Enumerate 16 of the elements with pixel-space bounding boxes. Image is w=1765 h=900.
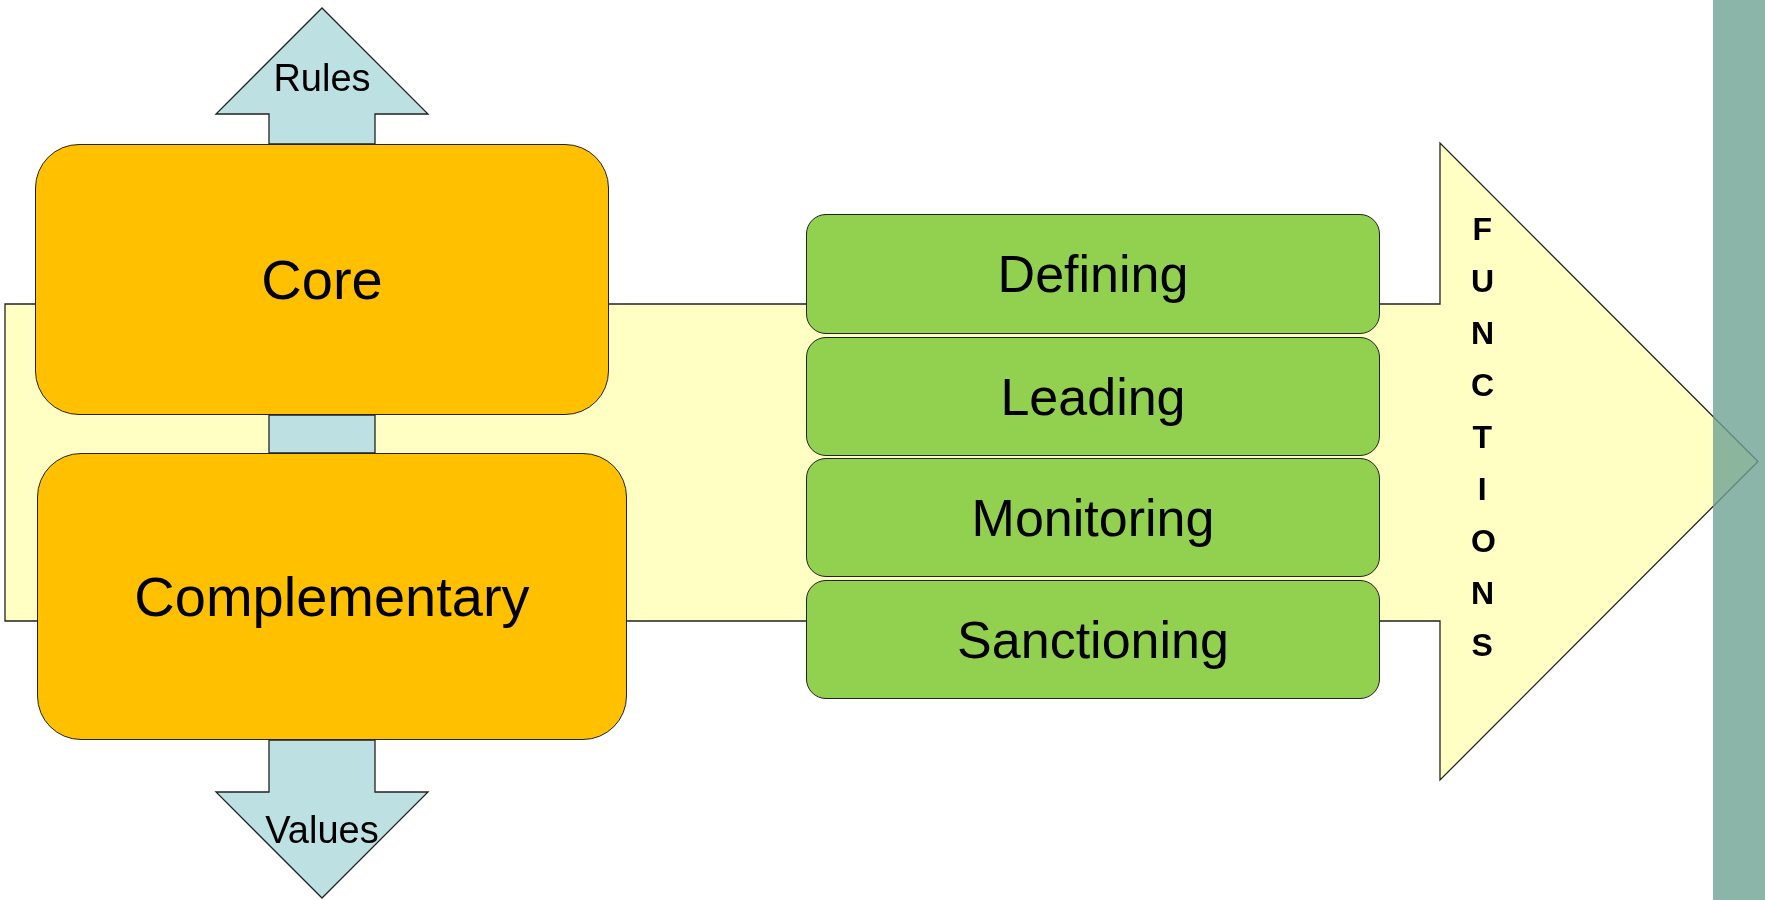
vertical-label: FUNCTIONS xyxy=(1471,210,1494,665)
edge-label: Values xyxy=(265,808,379,852)
box-label: Monitoring xyxy=(971,487,1215,548)
box-label: Core xyxy=(261,247,383,312)
rounded-box xyxy=(806,580,1380,699)
edge-label: Rules xyxy=(273,56,371,100)
rounded-box xyxy=(806,214,1380,334)
side-bar xyxy=(1713,0,1765,900)
box-label: Complementary xyxy=(134,564,530,629)
block-arrow xyxy=(214,7,430,145)
rounded-box xyxy=(35,144,609,415)
block-arrow xyxy=(268,414,376,454)
box-label: Sanctioning xyxy=(957,609,1229,670)
box-label: Defining xyxy=(997,244,1189,304)
box-label: Leading xyxy=(1000,366,1186,427)
block-arrow xyxy=(214,739,430,899)
